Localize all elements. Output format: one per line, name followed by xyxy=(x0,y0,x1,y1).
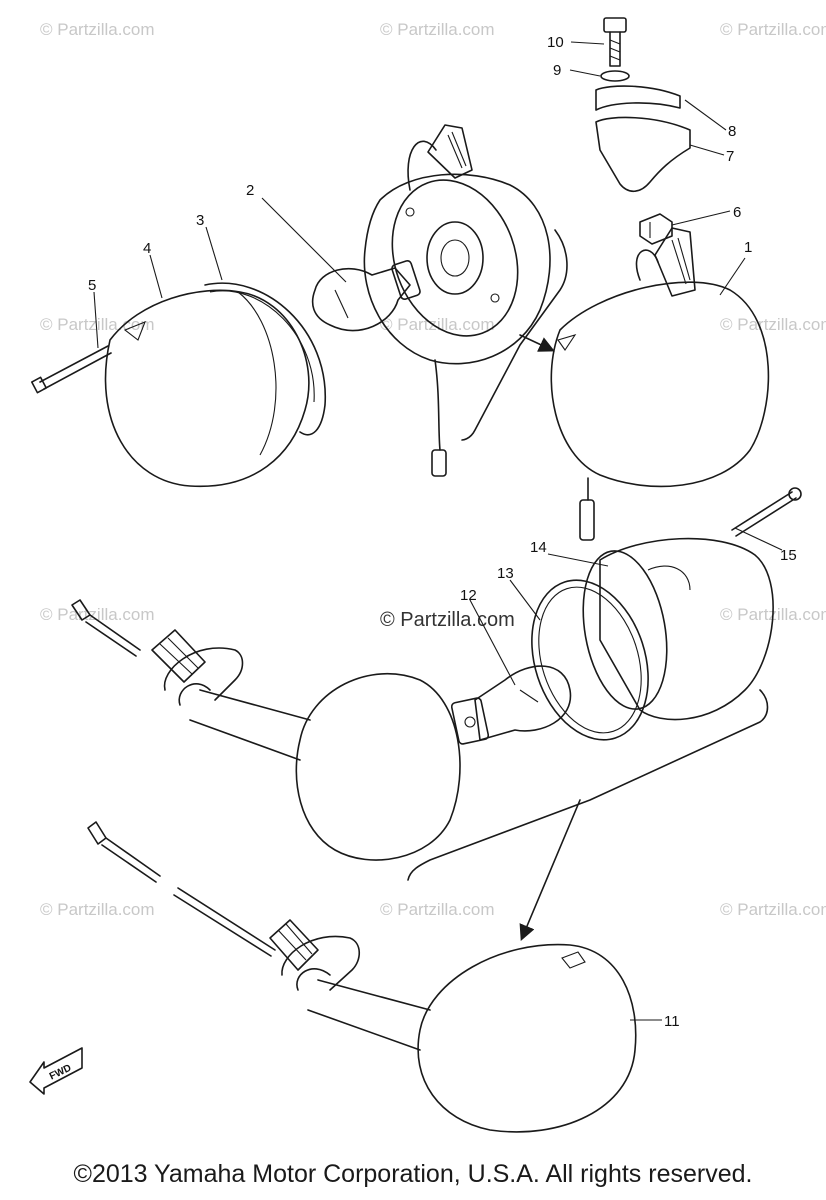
callout-numbers: 10 9 8 7 6 1 2 3 4 5 15 14 13 12 11 xyxy=(88,34,797,1030)
diagram-canvas: © Partzilla.com © Partzilla.com © Partzi… xyxy=(29,17,826,1133)
callout-3: 3 xyxy=(196,212,204,229)
stalk-lamp-middle xyxy=(71,599,461,861)
lens-assembly-middle xyxy=(450,487,802,745)
leader-arrow-down xyxy=(519,799,581,941)
watermark-text: © Partzilla.com xyxy=(40,605,155,624)
watermark-text: © Partzilla.com xyxy=(720,900,826,919)
watermark-text: © Partzilla.com xyxy=(40,900,155,919)
watermark-text: © Partzilla.com xyxy=(380,20,495,39)
lens-assembly-top-left xyxy=(30,260,421,488)
watermark-layer: © Partzilla.com © Partzilla.com © Partzi… xyxy=(40,20,826,919)
callout-13: 13 xyxy=(497,565,514,582)
callout-5: 5 xyxy=(88,277,96,294)
callout-12: 12 xyxy=(460,587,477,604)
callout-7: 7 xyxy=(726,148,734,165)
housing-rear-top xyxy=(363,124,568,477)
callout-1: 1 xyxy=(744,239,752,256)
callout-10: 10 xyxy=(547,34,564,51)
callout-6: 6 xyxy=(733,204,741,221)
callout-4: 4 xyxy=(143,240,151,257)
copyright-text: ©2013 Yamaha Motor Corporation, U.S.A. A… xyxy=(73,1160,753,1188)
callout-15: 15 xyxy=(780,547,797,564)
watermark-text: © Partzilla.com xyxy=(380,315,495,334)
fwd-arrow-icon: FWD xyxy=(29,1047,83,1095)
watermark-text: © Partzilla.com xyxy=(720,315,826,334)
bracket-line-middle xyxy=(407,689,769,881)
callout-11: 11 xyxy=(664,1013,680,1030)
mount-clamp-stack xyxy=(595,17,691,245)
callout-2: 2 xyxy=(246,182,254,199)
watermark-text: © Partzilla.com xyxy=(720,20,826,39)
stalk-lamp-bottom xyxy=(87,821,637,1133)
callout-leaders xyxy=(93,41,783,1021)
callout-14: 14 xyxy=(530,539,547,556)
callout-8: 8 xyxy=(728,123,736,140)
watermark-text: © Partzilla.com xyxy=(40,20,155,39)
callout-9: 9 xyxy=(553,62,561,79)
turn-signal-assembled-1 xyxy=(550,227,770,541)
watermark-center-text: © Partzilla.com xyxy=(380,609,515,631)
watermark-text: © Partzilla.com xyxy=(380,900,495,919)
